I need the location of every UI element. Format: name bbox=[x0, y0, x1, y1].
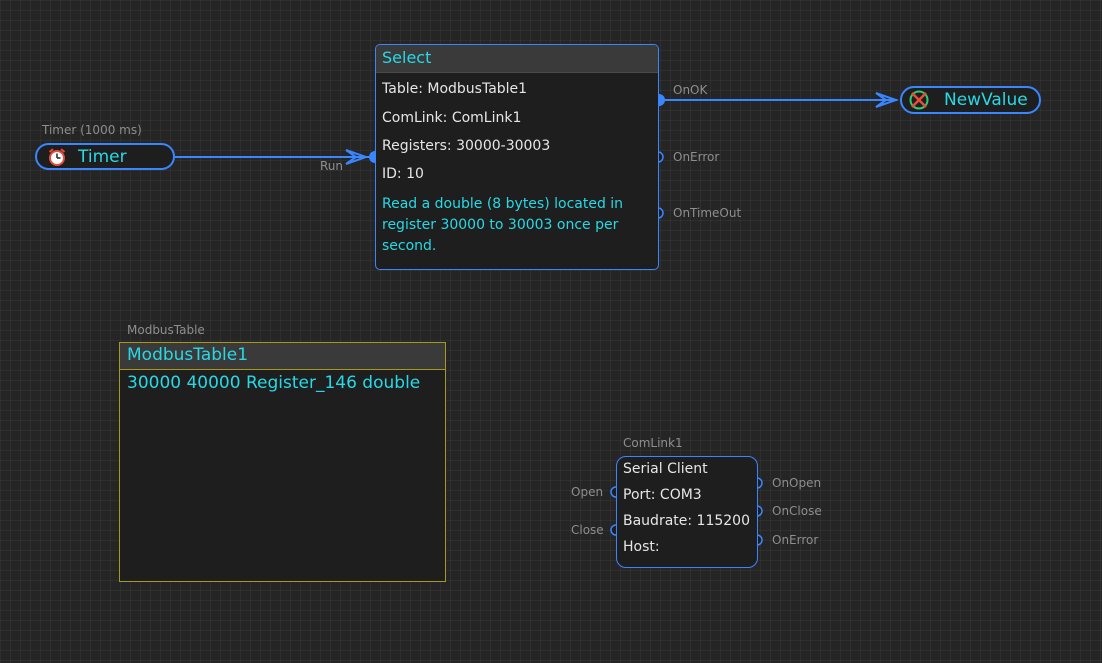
comlink-caption: ComLink1 bbox=[623, 436, 683, 450]
timer-node[interactable]: Timer bbox=[35, 143, 175, 170]
terminator-icon bbox=[909, 90, 929, 110]
select-description: Read a double (8 bytes) located in regis… bbox=[382, 196, 624, 254]
close-port-label: Close bbox=[571, 523, 604, 537]
run-arrowhead bbox=[345, 149, 370, 165]
select-registers: Registers: 30000-30003 bbox=[382, 138, 551, 154]
select-comlink: ComLink: ComLink1 bbox=[382, 110, 522, 126]
newvalue-node[interactable]: NewValue bbox=[900, 86, 1041, 114]
modbus-table-block[interactable]: ModbusTable1 30000 40000 Register_146 do… bbox=[119, 342, 446, 582]
timer-caption: Timer (1000 ms) bbox=[42, 123, 142, 137]
modbus-title: ModbusTable1 bbox=[120, 343, 445, 370]
newvalue-label: NewValue bbox=[944, 90, 1028, 110]
select-title: Select bbox=[376, 45, 658, 73]
onopen-port-label: OnOpen bbox=[772, 476, 822, 490]
select-table: Table: ModbusTable1 bbox=[382, 81, 528, 97]
onerror-port-label: OnError bbox=[673, 150, 720, 164]
ontimeout-port-label: OnTimeOut bbox=[673, 206, 742, 220]
select-id: ID: 10 bbox=[382, 166, 424, 182]
modbus-row: 30000 40000 Register_146 double bbox=[127, 373, 421, 393]
comlink-type: Serial Client bbox=[623, 461, 708, 477]
select-block[interactable]: Select Table: ModbusTable1 ComLink: ComL… bbox=[375, 44, 659, 270]
comlink-block[interactable]: Serial Client Port: COM3 Baudrate: 11520… bbox=[616, 456, 758, 568]
comlink-onerror-port-label: OnError bbox=[772, 533, 819, 547]
comlink-baudrate: Baudrate: 115200 bbox=[623, 513, 750, 529]
open-port-label: Open bbox=[571, 485, 604, 499]
comlink-port: Port: COM3 bbox=[623, 487, 702, 503]
onclose-port-label: OnClose bbox=[772, 504, 822, 518]
timer-label: Timer bbox=[78, 146, 127, 167]
run-port-label: Run bbox=[320, 159, 344, 173]
alarm-clock-icon bbox=[48, 147, 66, 166]
onok-port-label: OnOK bbox=[673, 83, 708, 97]
newvalue-arrowhead bbox=[875, 92, 900, 108]
comlink-host: Host: bbox=[623, 539, 660, 555]
modbus-caption: ModbusTable bbox=[127, 323, 205, 337]
